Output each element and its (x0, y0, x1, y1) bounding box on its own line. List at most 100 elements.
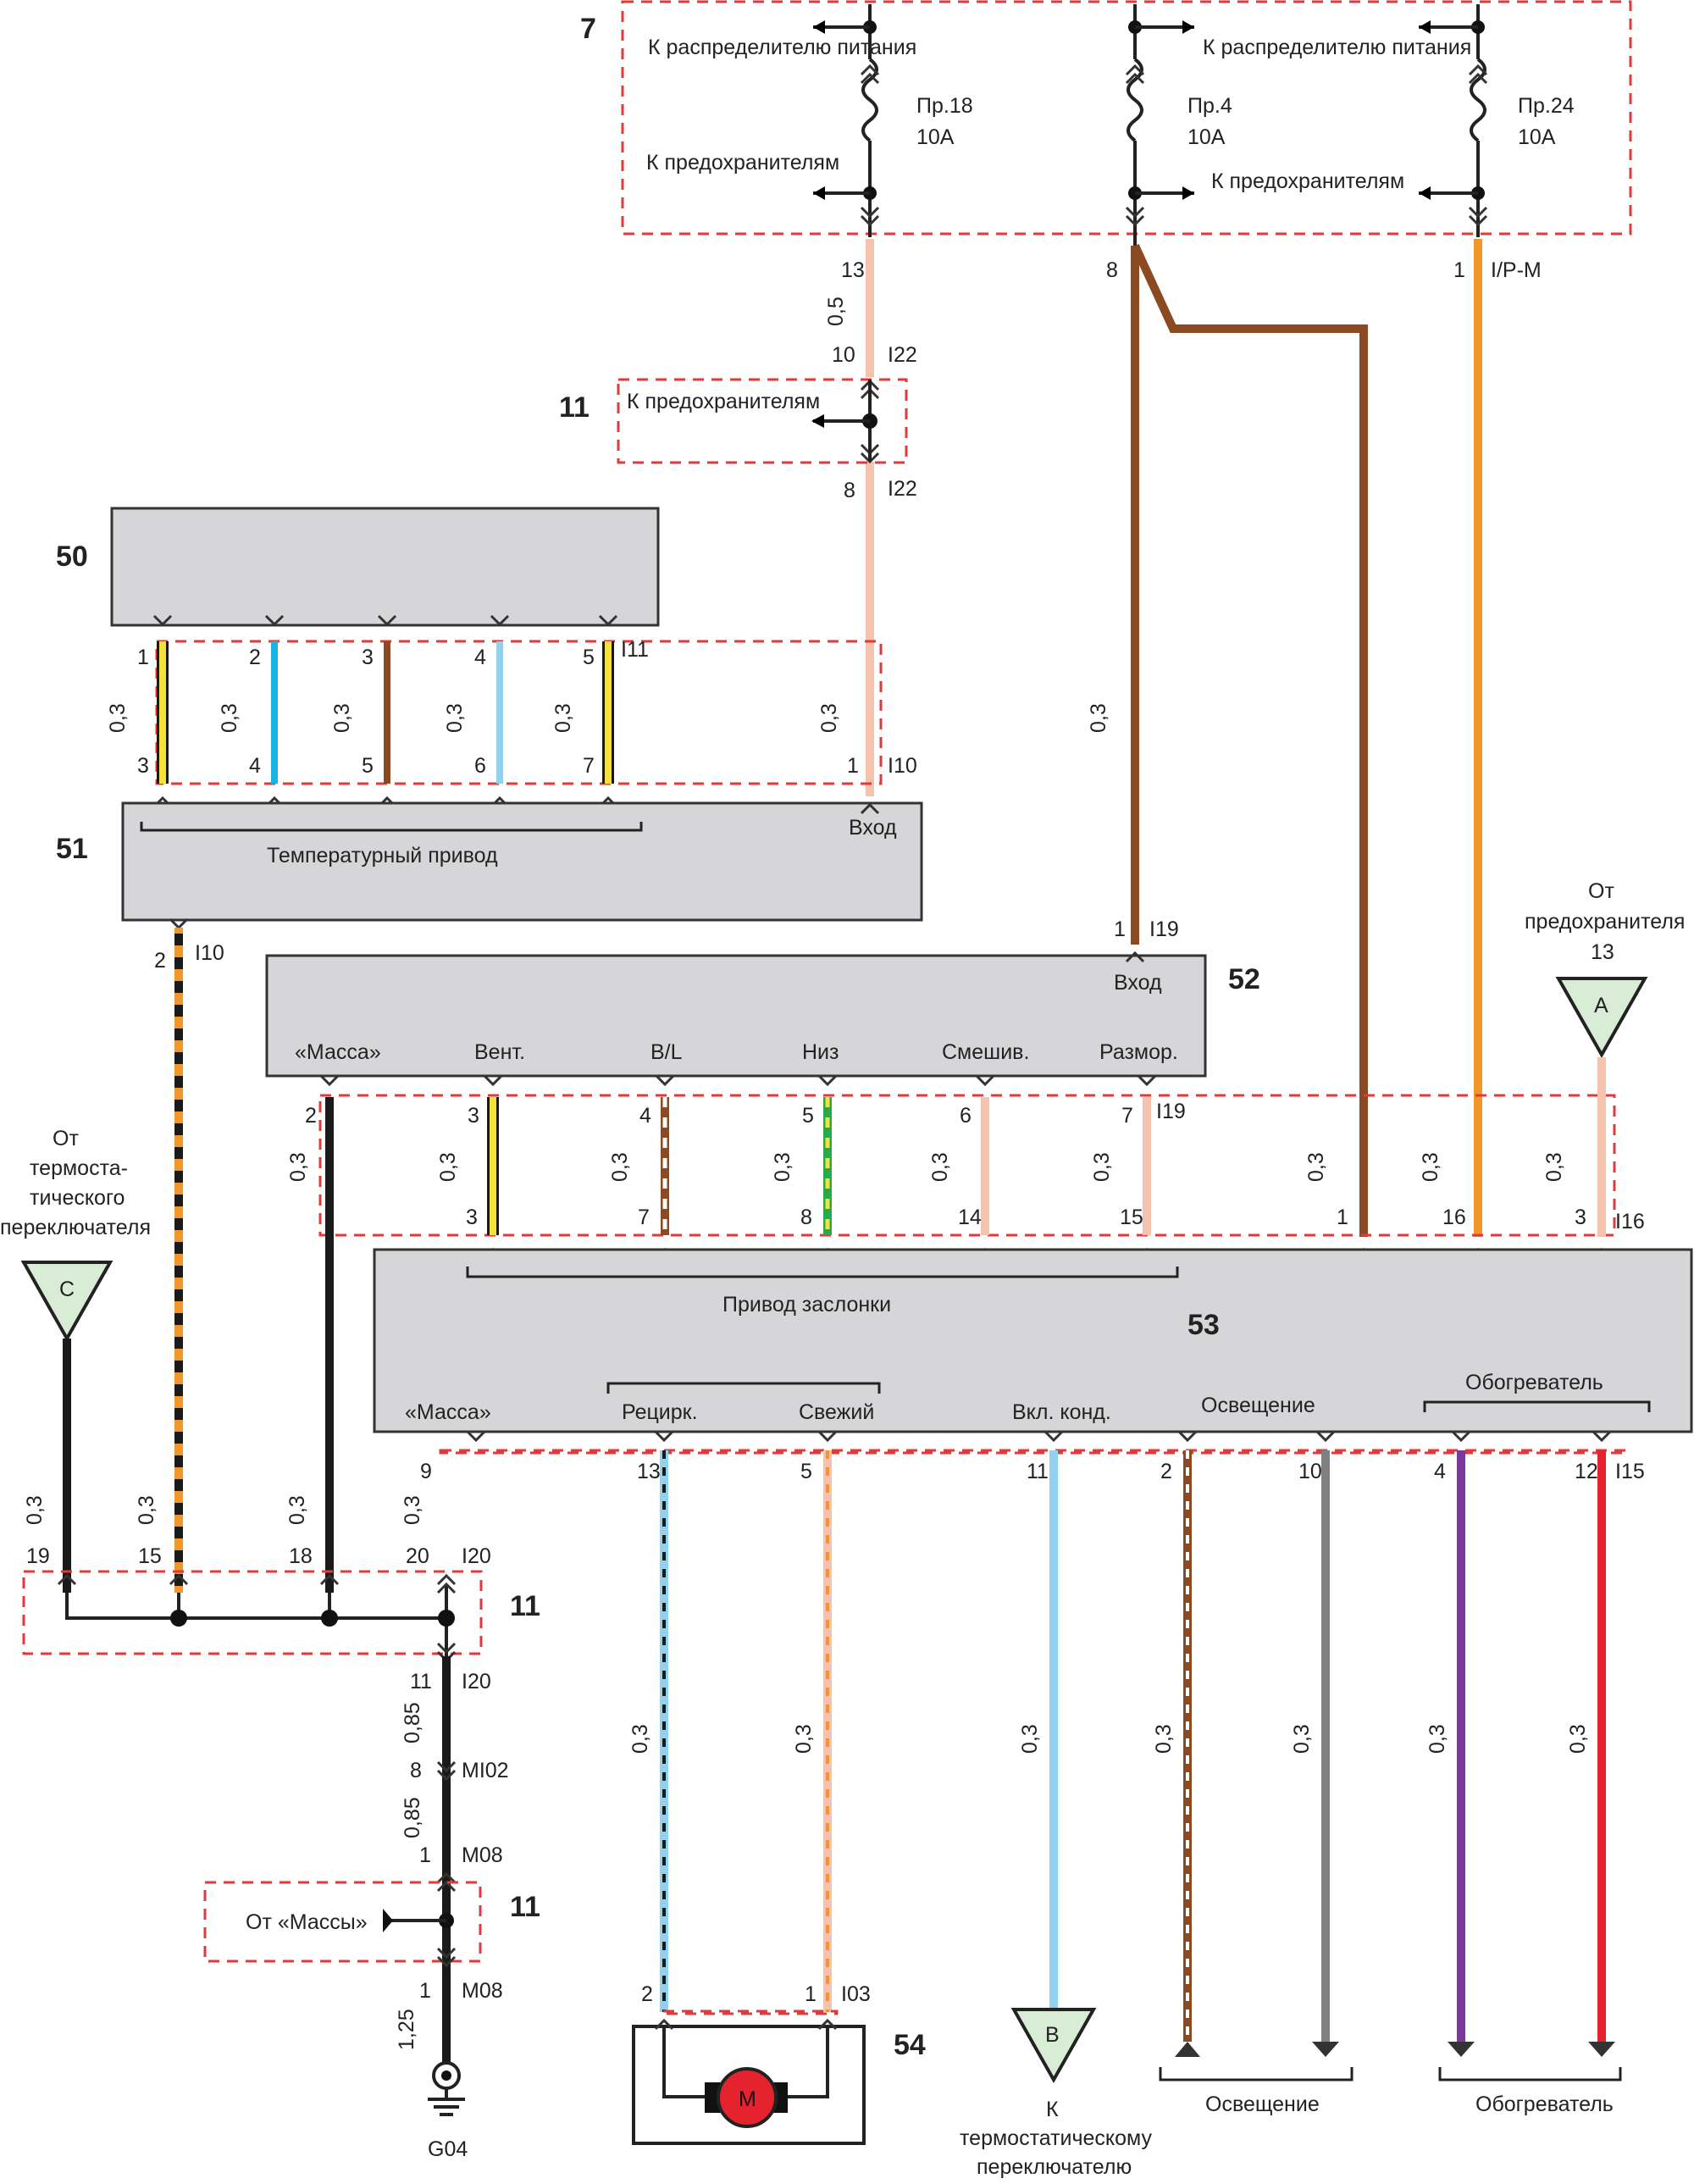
pin-i15-3: 11 (1027, 1460, 1049, 1483)
terminal-a-from-1: От (1588, 879, 1614, 903)
gauge-52-2: 0,3 (771, 1152, 794, 1182)
chevron-53-bottom-3 (1177, 1430, 1198, 1443)
pin-i10-3: 6 (474, 754, 486, 778)
label-to-power-distributor-1: К распределителю питания (648, 36, 916, 59)
gauge-i20-0: 0,3 (23, 1495, 47, 1525)
pin-i20-0: 19 (26, 1544, 50, 1568)
gauge-085-a: 0,85 (401, 1702, 424, 1743)
pin-b51-out: 2 (154, 949, 166, 973)
pin-i10-in: 1 (847, 754, 859, 778)
terminal-b-to-3: переключателю (977, 2155, 1132, 2179)
label-i03: I03 (841, 1982, 871, 2006)
fuse-18-rating: 10A (916, 125, 955, 149)
gauge-53-bottom-3: 0,3 (1152, 1724, 1176, 1754)
junction-11-i22 (617, 378, 908, 464)
ground-id: G04 (428, 2137, 468, 2161)
fuse-4-name: Пр.4 (1187, 94, 1232, 118)
terminal-c-line4: переключателя (0, 1216, 151, 1239)
gauge-53-top-r0: 0,3 (1304, 1152, 1328, 1182)
terminal-c-line2: термоста- (30, 1156, 128, 1180)
block-53-ac-on: Вкл. конд. (1012, 1400, 1111, 1424)
block-50-number: 50 (56, 540, 88, 573)
gauge-53-bottom-0: 0,3 (628, 1724, 652, 1754)
motor-icon (717, 2067, 778, 2128)
connector-i11-i10-frame (155, 640, 883, 785)
fuse-18-name: Пр.18 (916, 94, 973, 118)
pin-i22b: 8 (844, 479, 855, 502)
pin-i10-0: 3 (137, 754, 149, 778)
block-52-mix: Смешив. (942, 1040, 1029, 1064)
block-53-number: 53 (1187, 1309, 1220, 1341)
label-to-fuses-1: К предохранителям (646, 151, 839, 175)
gauge-125: 1,25 (395, 2009, 418, 2050)
gauge-53-bottom-2: 0,3 (1018, 1724, 1042, 1754)
chevron-52-ground (319, 1074, 340, 1087)
block-53-fresh: Свежий (799, 1400, 874, 1424)
pin-i19-4: 6 (960, 1104, 972, 1128)
pin-i15-4: 2 (1160, 1460, 1172, 1483)
pin-f8: 8 (1106, 258, 1118, 282)
block-52-number: 52 (1228, 963, 1260, 995)
pin-i15-0: 9 (420, 1460, 432, 1483)
gauge-i20-3: 0,3 (401, 1495, 424, 1525)
pin-i10-2: 5 (362, 754, 374, 778)
chevron-53-bottom-1 (817, 1430, 838, 1443)
pin-i16-0: 3 (466, 1206, 478, 1229)
chevron-52-0 (483, 1074, 503, 1087)
chevron-52-1 (655, 1074, 675, 1087)
label-i15: I15 (1615, 1460, 1645, 1483)
pin-mi02: 8 (410, 1759, 422, 1782)
fuse-24-rating: 10A (1518, 125, 1556, 149)
block-52-vent: Вент. (474, 1040, 525, 1064)
label-to-power-distributor-2: К распределителю питания (1203, 36, 1471, 59)
pin-i11-3: 4 (474, 646, 486, 669)
gauge-50-4: 0,3 (551, 703, 575, 733)
fuse-24 (1419, 4, 1488, 237)
gauge-50-2: 0,3 (330, 703, 354, 733)
gauge-05: 0,5 (824, 297, 848, 326)
label-ipm: I/P-M (1491, 258, 1542, 282)
pin-i20-1: 15 (138, 1544, 162, 1568)
gauge-53-bottom-4: 0,3 (1290, 1724, 1314, 1754)
wire-end-arrow-4 (1312, 2042, 1339, 2057)
wire-end-arrow-6 (1588, 2042, 1615, 2057)
pin-i15-2: 5 (800, 1460, 812, 1483)
pin-i10-4: 7 (583, 754, 595, 778)
chevron-50-1 (264, 614, 285, 627)
chevron-50-0 (152, 614, 173, 627)
ground-symbol (428, 2061, 465, 2116)
pin-m08b: 1 (419, 1979, 431, 2003)
label-i10-top: I10 (888, 754, 917, 778)
pin-i11-1: 2 (249, 646, 261, 669)
label-to-fuses-2: К предохранителям (1211, 169, 1404, 193)
pin-i16-r1: 16 (1442, 1206, 1466, 1229)
gauge-085-b: 0,85 (401, 1797, 424, 1838)
chevron-52-4 (1137, 1074, 1157, 1087)
block-54-number: 54 (894, 2029, 926, 2061)
chevron-53-ground (466, 1430, 486, 1443)
gauge-brown-main: 0,3 (1087, 703, 1110, 733)
chevron-53-bottom-2 (1044, 1430, 1064, 1443)
terminal-a (1555, 977, 1648, 1059)
junction-11-number-a: 11 (559, 391, 590, 424)
block-52-low: Низ (802, 1040, 839, 1064)
fuse-4-rating: 10A (1187, 125, 1226, 149)
gauge-50-3: 0,3 (443, 703, 467, 733)
label-m08b: M08 (462, 1979, 503, 2003)
block-53-recirc: Рецирк. (622, 1400, 698, 1424)
label-i22b: I22 (888, 477, 917, 501)
pin-i20-2: 18 (289, 1544, 313, 1568)
fuse-4 (1125, 4, 1194, 246)
wire-end-tri-3 (1175, 2042, 1200, 2057)
chevron-52-3 (975, 1074, 995, 1087)
block-52-input: Вход (1114, 971, 1162, 995)
pin-i19-1: 3 (468, 1104, 479, 1128)
gauge-52-ground: 0,3 (286, 1152, 310, 1182)
terminal-c-line3: тического (30, 1186, 125, 1210)
junction-11-number-c: 11 (510, 1891, 540, 1923)
label-i19-in: I19 (1149, 917, 1179, 941)
gauge-52-1: 0,3 (608, 1152, 632, 1182)
pin-f13: 13 (841, 258, 865, 282)
